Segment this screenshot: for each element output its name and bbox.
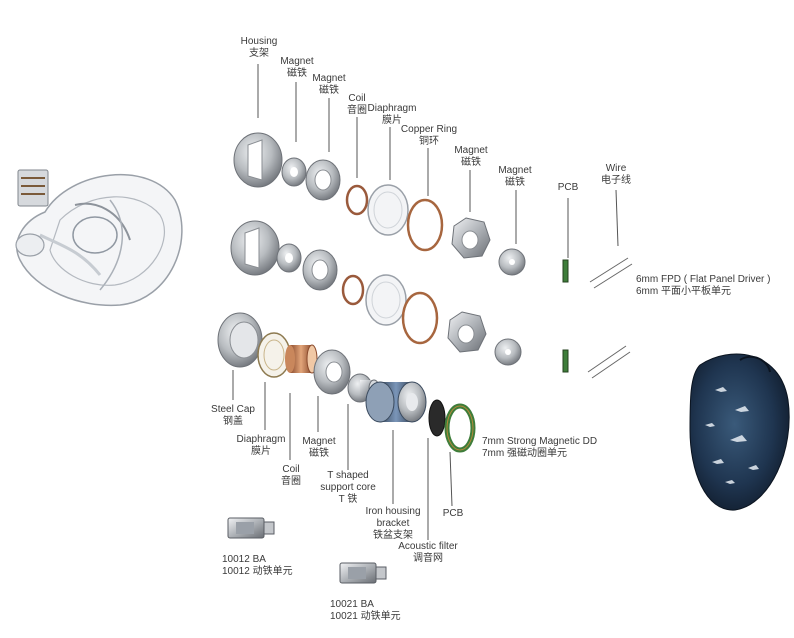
pcb-dd <box>444 403 476 453</box>
label-fpd: 6mm FPD ( Flat Panel Driver )6mm 平面小平板单元 <box>636 274 771 297</box>
copper-ring-a <box>406 198 444 252</box>
diaphragm-dd <box>257 332 291 378</box>
magnet-dd <box>313 349 351 395</box>
housing-1 <box>233 132 283 188</box>
label-pcb-top: PCB <box>557 182 579 193</box>
pcb-a <box>562 259 569 283</box>
leader-lines <box>232 64 619 540</box>
steel-cap <box>217 312 263 368</box>
coil-dd <box>285 344 318 374</box>
dark-shell <box>689 353 790 511</box>
coil-a <box>345 184 369 216</box>
magnet-3a <box>451 217 491 259</box>
iron-bracket <box>365 381 427 423</box>
transparent-shell <box>15 169 183 307</box>
ba-unit-10021 <box>339 562 387 584</box>
ba-unit-10012 <box>227 517 275 539</box>
row-fpd-1 <box>233 132 633 289</box>
label-pcb-dd: PCB <box>442 508 464 519</box>
acoustic-filter <box>428 399 446 437</box>
row-dd <box>217 312 476 453</box>
row-fpd-2 <box>230 220 631 379</box>
